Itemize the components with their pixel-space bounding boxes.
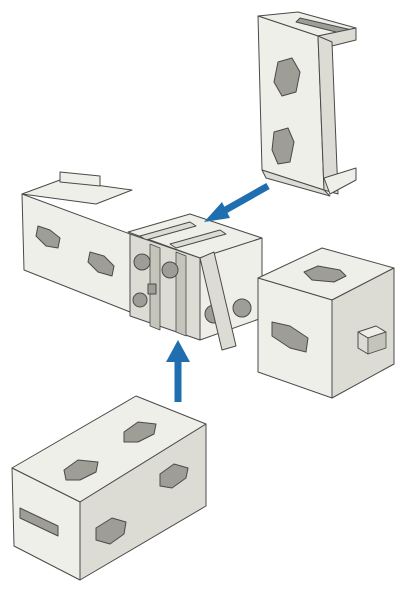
u-channel-top-foot bbox=[323, 167, 357, 195]
block-bottom-top-slot-1 bbox=[63, 459, 99, 481]
connector-right-hole-2 bbox=[232, 298, 252, 318]
block-bottom-side-slot-1 bbox=[95, 517, 127, 545]
arrow-bottom-head bbox=[166, 340, 190, 362]
connector-groove-2 bbox=[175, 251, 187, 337]
u-channel-left bbox=[21, 171, 133, 313]
u-channel-top-slot-lower bbox=[271, 127, 295, 165]
cube-top-slot bbox=[303, 265, 347, 283]
block-bottom-side-slot-2 bbox=[159, 463, 189, 489]
connector-block-center bbox=[127, 213, 263, 351]
u-channel-left-slot-2 bbox=[87, 251, 115, 277]
u-channel-left-back-lip bbox=[59, 171, 101, 187]
block-bottom-top-slot-2 bbox=[123, 421, 157, 443]
rect-block-bottom bbox=[11, 395, 207, 581]
connector-diagonal-cut bbox=[199, 251, 237, 351]
arrow-bottom-part-insertion bbox=[166, 340, 190, 402]
u-channel-left-face bbox=[21, 193, 131, 313]
connector-top-rib-2 bbox=[169, 229, 227, 249]
cube-block-right bbox=[257, 247, 395, 399]
u-channel-top-bottom-edge bbox=[261, 169, 331, 197]
u-channel-top-slot-upper bbox=[273, 57, 301, 97]
u-channel-top-side bbox=[317, 35, 339, 195]
cube-peg-side bbox=[367, 331, 387, 355]
u-channel-top bbox=[257, 11, 357, 197]
connector-square-slot bbox=[147, 283, 157, 295]
connector-hole-3 bbox=[132, 292, 148, 308]
block-bottom-front-slot bbox=[19, 507, 59, 537]
cube-front-slot bbox=[271, 321, 309, 353]
u-channel-top-face bbox=[257, 15, 325, 191]
arrow-top-shaft bbox=[220, 182, 270, 216]
arrow-top-part-insertion bbox=[204, 182, 270, 222]
arrow-top-head bbox=[204, 202, 230, 222]
u-channel-left-slot-1 bbox=[35, 225, 61, 249]
connector-hole-1 bbox=[133, 253, 151, 271]
connector-hole-2 bbox=[161, 261, 179, 279]
u-channel-left-top-rail bbox=[21, 179, 133, 205]
